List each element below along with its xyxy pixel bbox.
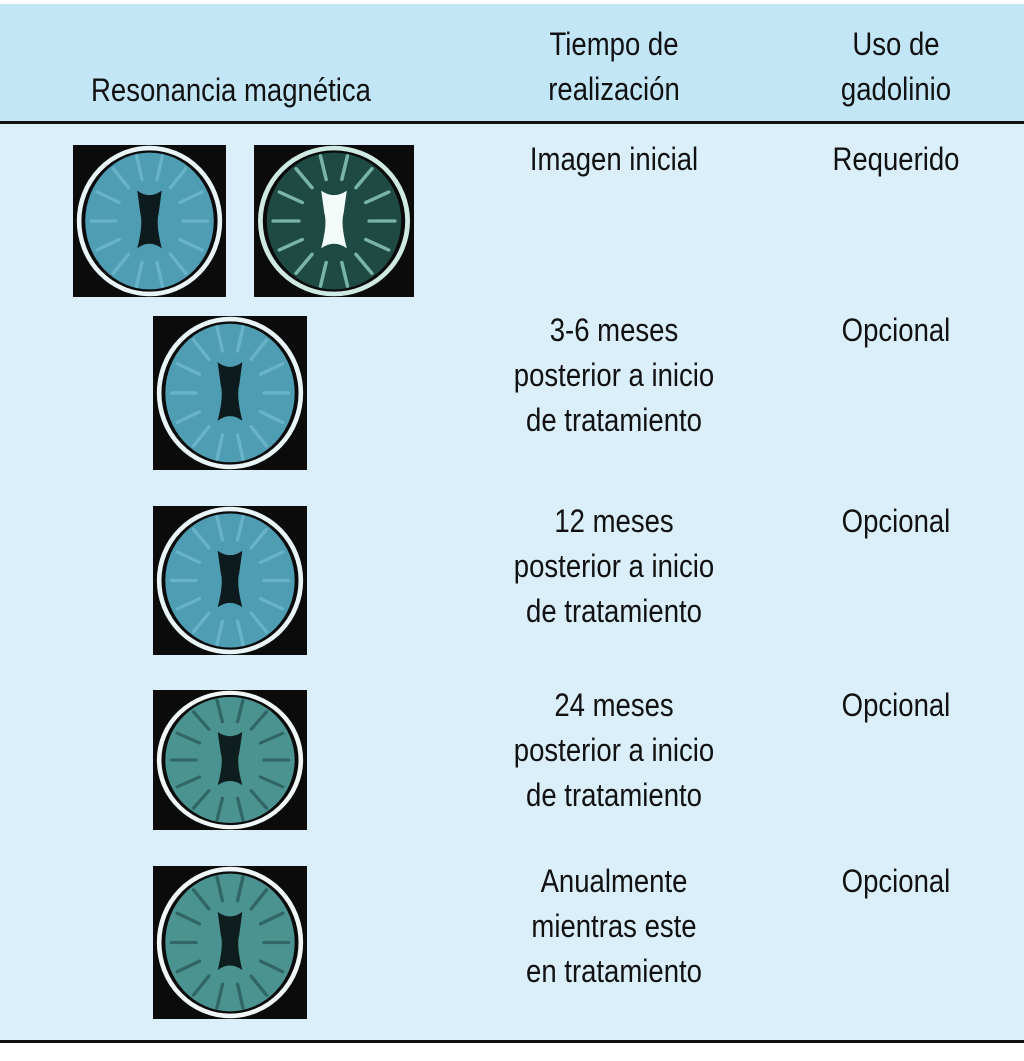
header-gadolinium-line1: Uso de	[852, 26, 940, 62]
header-divider	[0, 121, 1024, 124]
row4-timing-line2: posterior a inicio	[513, 732, 715, 768]
row5-timing-line3: en tratamiento	[526, 953, 702, 989]
bottom-divider	[0, 1040, 1024, 1043]
header-mri: Resonancia magnética	[91, 72, 371, 108]
brain-scan-graphic	[156, 866, 304, 1019]
mri-t1-image	[153, 690, 307, 830]
header-timing-line2: realización	[548, 71, 680, 107]
row3-timing-line1: 12 meses	[554, 503, 674, 539]
row3-timing-line3: de tratamiento	[526, 593, 702, 629]
row2-gadolinium: Opcional	[841, 312, 951, 348]
row2-timing-line1: 3-6 meses	[549, 312, 679, 348]
row4-timing-line3: de tratamiento	[526, 777, 702, 813]
brain-scan-graphic	[156, 690, 304, 830]
brain-scan-graphic	[156, 316, 304, 470]
table-header	[0, 4, 1024, 121]
mri-t1-image	[153, 866, 307, 1019]
header-timing-line1: Tiempo de	[549, 26, 679, 62]
row5-timing-line2: mientras este	[531, 908, 697, 944]
row2-timing-line3: de tratamiento	[526, 402, 702, 438]
row2-timing-line2: posterior a inicio	[513, 357, 715, 393]
mri-t2-image	[254, 145, 414, 297]
mri-flair-image	[153, 506, 307, 655]
mri-flair-image	[153, 316, 307, 470]
row3-timing-line2: posterior a inicio	[513, 548, 715, 584]
brain-scan-graphic	[156, 506, 304, 655]
row3-gadolinium: Opcional	[841, 503, 951, 539]
row1-gadolinium: Requerido	[832, 141, 960, 177]
header-gadolinium-line2: gadolinio	[840, 71, 952, 107]
row4-timing-line1: 24 meses	[554, 687, 674, 723]
row1-timing: Imagen inicial	[529, 141, 699, 177]
row5-gadolinium: Opcional	[841, 863, 951, 899]
brain-scan-graphic	[76, 145, 223, 297]
mri-flair-image	[73, 145, 226, 297]
row4-gadolinium: Opcional	[841, 687, 951, 723]
brain-scan-graphic	[258, 145, 410, 297]
row5-timing-line1: Anualmente	[540, 863, 688, 899]
